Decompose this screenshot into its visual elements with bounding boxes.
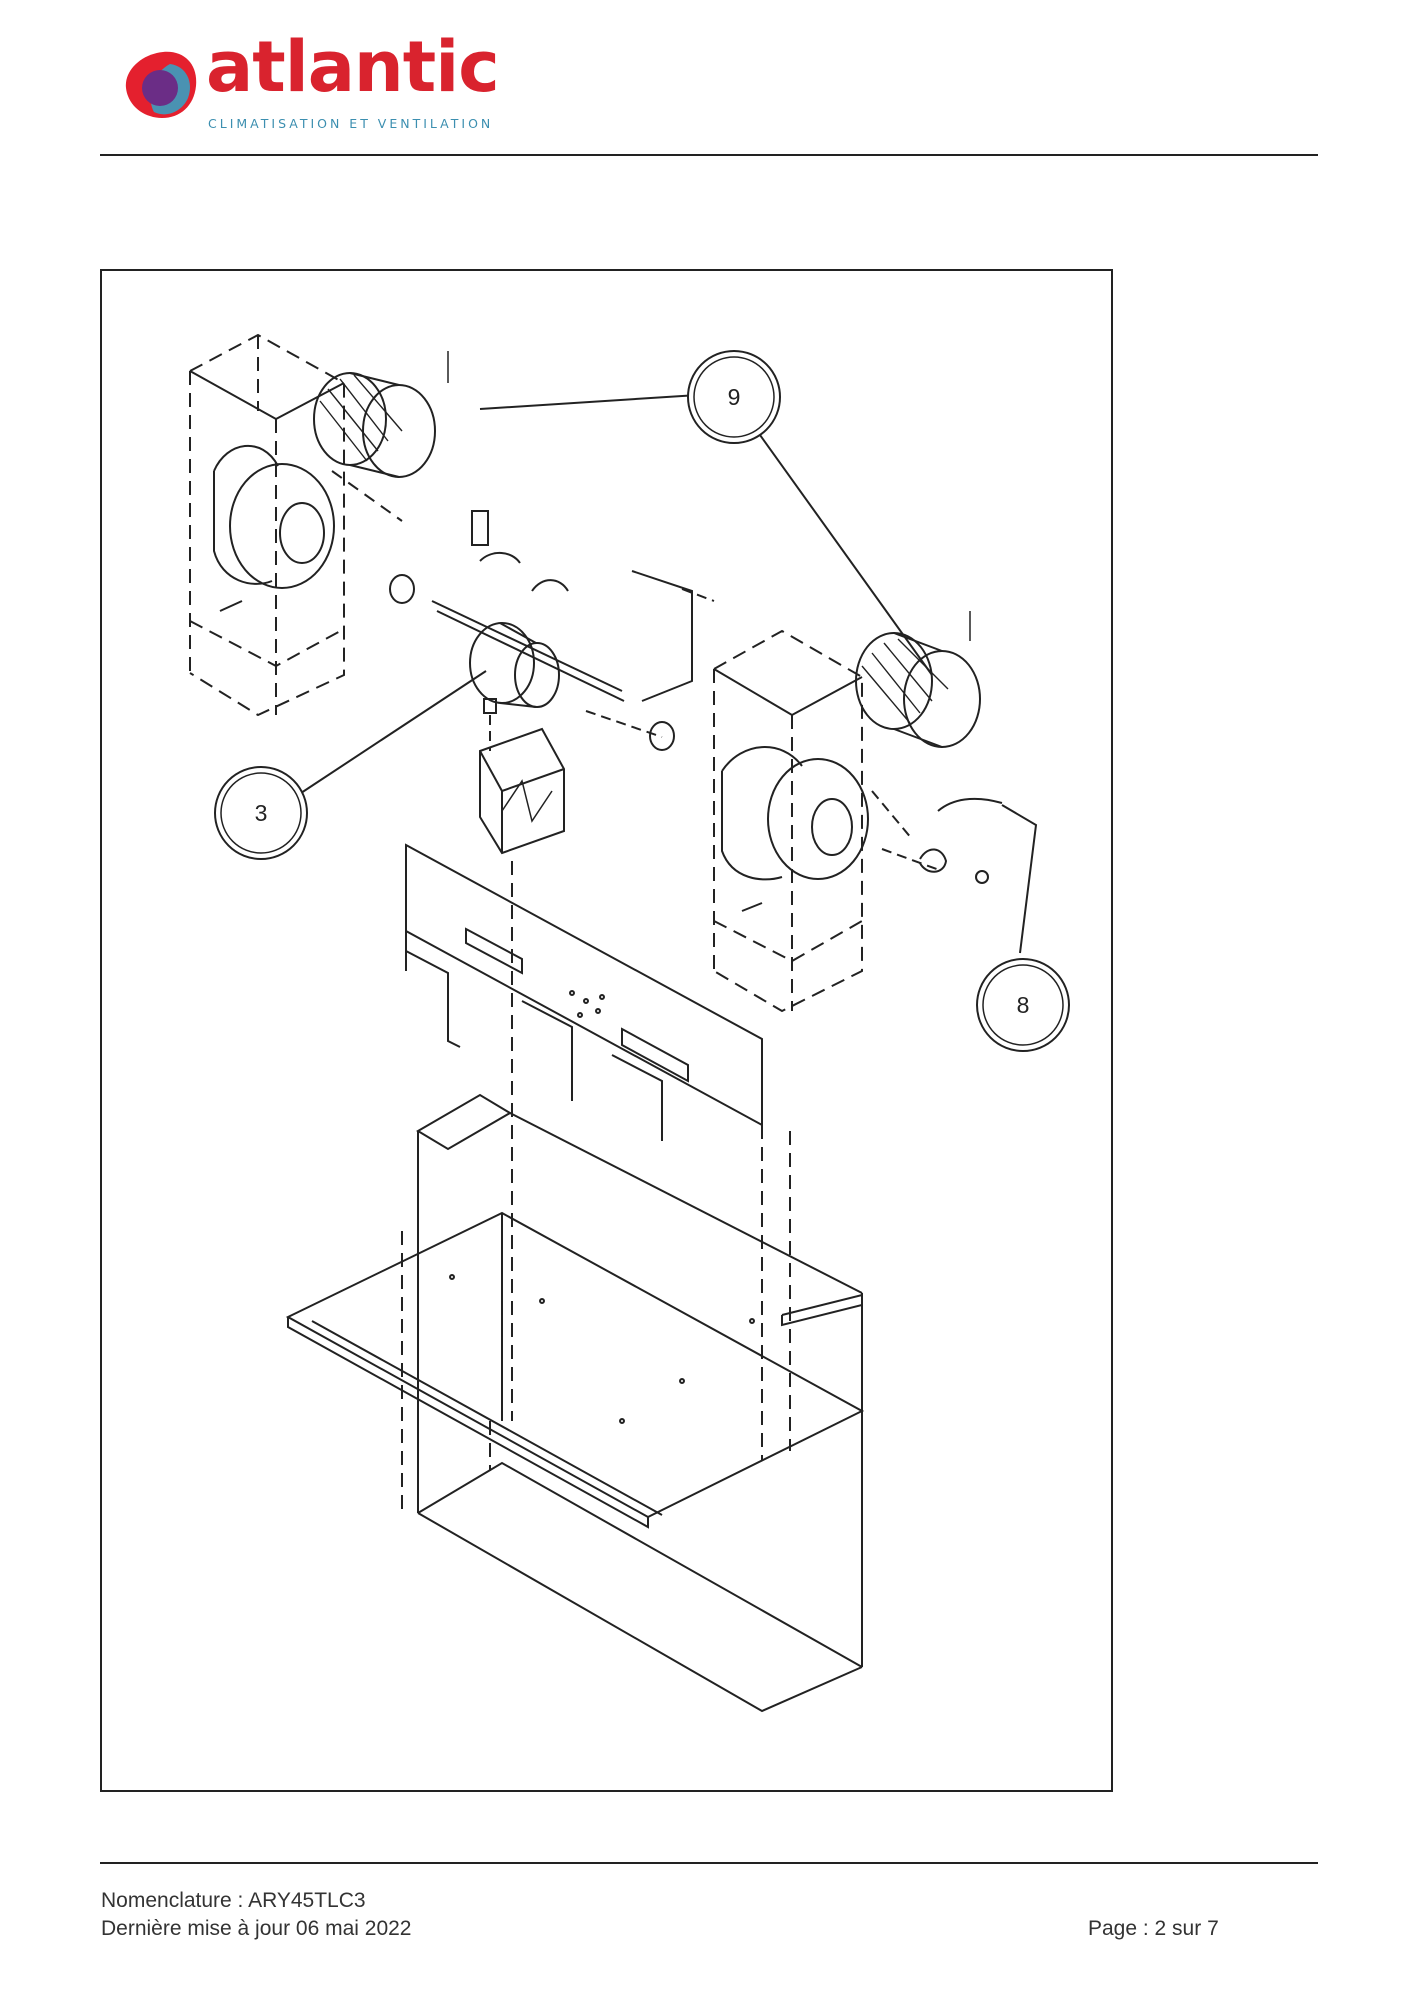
lower-cabinet (285, 1093, 865, 1713)
callout-3-label: 3 (255, 800, 268, 826)
leader-line-8 (1001, 804, 1038, 954)
brand-name: atlantic (206, 26, 500, 108)
cable-clamp (881, 797, 1003, 884)
left-blower-housing (189, 333, 345, 717)
callout-8: 8 (976, 958, 1070, 1052)
callout-9: 9 (687, 350, 781, 444)
callout-3: 3 (214, 766, 308, 860)
brand-tagline: CLIMATISATION ET VENTILATION (208, 116, 494, 131)
left-fan-wheel (313, 351, 449, 522)
support-plate (405, 843, 763, 1141)
footer-rule (100, 1862, 1318, 1864)
right-fan-wheel (855, 611, 981, 840)
footer-page-number: Page : 2 sur 7 (1088, 1917, 1219, 1940)
exploded-view-drawing: 9 3 8 (189, 333, 1070, 1713)
motor-bracket (479, 698, 565, 1421)
exploded-view-figure: 9 3 8 (100, 269, 1113, 1792)
brand-mark-icon (125, 51, 197, 118)
leader-line-3 (297, 670, 487, 796)
callout-8-label: 8 (1017, 992, 1030, 1018)
brand-logo: atlantic CLIMATISATION ET VENTILATION (118, 26, 500, 140)
fan-motor (389, 510, 715, 751)
callout-9-label: 9 (728, 384, 741, 410)
header-rule (100, 154, 1318, 156)
footer-nomenclature: Nomenclature : ARY45TLC3 (101, 1889, 366, 1912)
leader-line-9-left (479, 394, 699, 410)
right-blower-housing (713, 629, 869, 1013)
footer-last-update: Dernière mise à jour 06 mai 2022 (101, 1917, 412, 1940)
leader-line-9-right (759, 434, 933, 676)
